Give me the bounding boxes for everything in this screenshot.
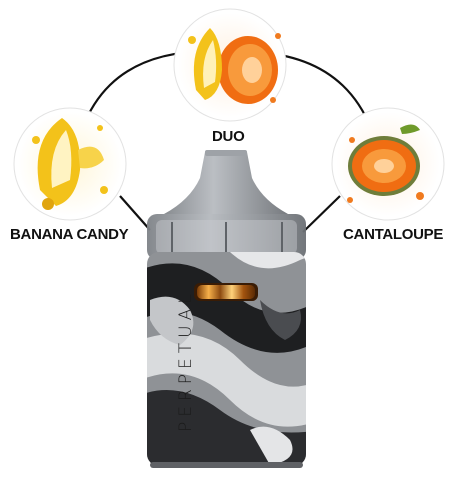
- connector-right: [302, 195, 341, 233]
- cantaloupe-icon: [331, 107, 445, 221]
- device-brand-text: PERPETUAL: [176, 289, 196, 432]
- flavor-label-duo: DUO: [212, 128, 245, 145]
- banana-melon-icon: [173, 8, 287, 122]
- flavor-label-cantaloupe: CANTALOUPE: [343, 226, 444, 243]
- banana-icon: [13, 107, 127, 221]
- flavor-label-banana-candy: BANANA CANDY: [10, 226, 129, 243]
- vape-device: [147, 150, 306, 468]
- connector-left: [119, 195, 151, 231]
